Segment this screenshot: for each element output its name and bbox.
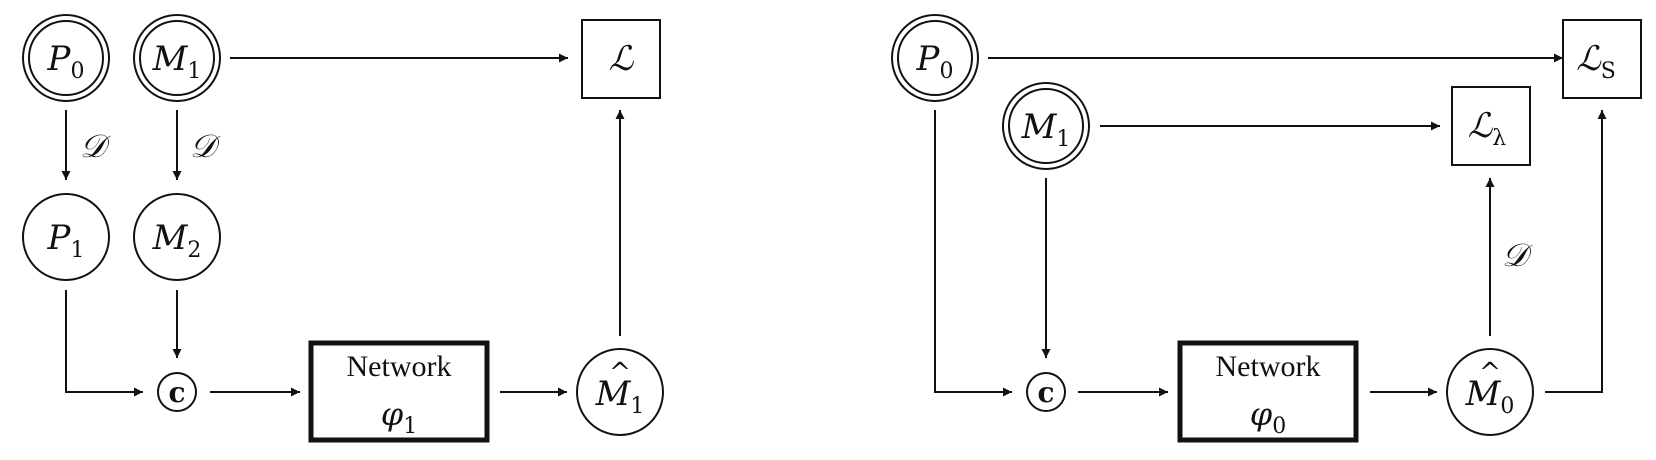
edge-label-p0-p1: 𝒟 xyxy=(80,127,111,165)
right-edges xyxy=(934,53,1607,397)
edge-label-output-loss-lambda: 𝒟 xyxy=(1502,236,1533,274)
node-m2: M2 xyxy=(133,193,221,281)
svg-text:P0: P0 xyxy=(916,39,954,84)
node-p0: P0 xyxy=(891,14,979,102)
edge-p1-to-concat xyxy=(65,290,143,397)
node-loss: ℒ xyxy=(581,19,661,99)
svg-text:ℒ: ℒ xyxy=(609,39,635,79)
node-loss-s: ℒS xyxy=(1562,19,1642,99)
svg-text:M1: M1 xyxy=(1021,107,1071,152)
svg-text:c: c xyxy=(1037,376,1054,409)
node-concat: c xyxy=(157,372,197,412)
svg-text:φ0: φ0 xyxy=(1250,395,1286,439)
node-concat: c xyxy=(1026,372,1066,412)
svg-text:c: c xyxy=(168,376,185,409)
svg-text:Network: Network xyxy=(1216,350,1321,383)
edge-label-m1-m2: 𝒟 xyxy=(190,127,221,165)
node-network: Network φ1 xyxy=(308,340,490,443)
node-m1: M1 xyxy=(1002,82,1090,170)
svg-text:ℒS: ℒS xyxy=(1576,39,1616,84)
node-output: ^ M1 xyxy=(576,348,664,436)
svg-text:ℒλ: ℒλ xyxy=(1468,106,1507,151)
svg-text:P0: P0 xyxy=(47,39,85,84)
node-network: Network φ0 xyxy=(1177,340,1359,443)
svg-text:M1: M1 xyxy=(152,39,202,84)
svg-text:^: ^ xyxy=(609,358,631,388)
svg-text:M0: M0 xyxy=(1465,374,1515,419)
edge-p0-to-concat xyxy=(934,110,1012,397)
node-output: ^ M0 xyxy=(1446,348,1534,436)
left-edges xyxy=(61,53,625,397)
svg-text:^: ^ xyxy=(1479,358,1501,388)
right-diagram: 𝒟 P0 M1 c Network φ0 xyxy=(891,14,1642,443)
edge-output-to-loss-s xyxy=(1545,110,1607,393)
node-m1: M1 xyxy=(133,14,221,102)
left-diagram: 𝒟 𝒟 P0 M1 P1 M2 xyxy=(22,14,664,443)
svg-text:M1: M1 xyxy=(595,374,645,419)
svg-text:P1: P1 xyxy=(47,218,85,263)
svg-text:Network: Network xyxy=(347,350,452,383)
node-loss-lambda: ℒλ xyxy=(1451,86,1531,166)
svg-text:M2: M2 xyxy=(152,218,202,263)
svg-text:φ1: φ1 xyxy=(381,395,417,439)
node-p0: P0 xyxy=(22,14,110,102)
node-p1: P1 xyxy=(22,193,110,281)
